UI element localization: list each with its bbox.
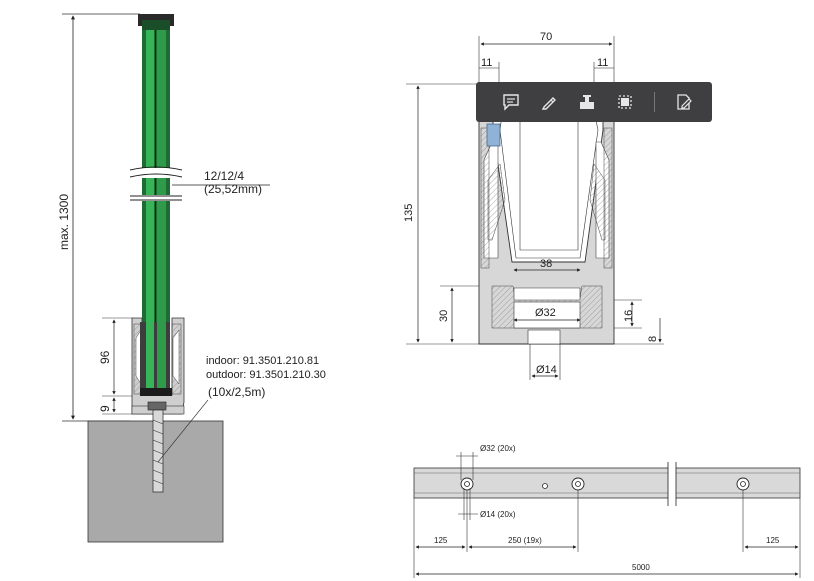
- lip-right-label: 11: [597, 57, 608, 69]
- slot-32-label: Ø32: [535, 307, 556, 319]
- hole-small-label: Ø14 (20x): [480, 510, 516, 519]
- gasket-detail: [486, 123, 501, 147]
- highlight-pen-icon[interactable]: [536, 89, 562, 115]
- inner-38-label: 38: [540, 258, 552, 270]
- edge-right-label: 125: [766, 536, 780, 545]
- product-outdoor-label: outdoor: 91.3501.210.30: [206, 369, 326, 381]
- offset-16-label: 16: [623, 310, 635, 322]
- width-70-label: 70: [540, 31, 552, 43]
- base-30-label: 30: [438, 310, 450, 322]
- height-label: max. 1300: [57, 194, 71, 250]
- hole-14-label: Ø14: [536, 364, 557, 376]
- selection-icon[interactable]: [612, 89, 638, 115]
- rail-plan-view: Ø32 (20x) Ø14 (20x) 125 250 (19x) 125 50…: [413, 444, 801, 578]
- glass-break-mark: [130, 168, 182, 178]
- glass-thickness-label: 12/12/4: [204, 169, 244, 183]
- edge-left-label: 125: [434, 536, 448, 545]
- dim-9-label: 9: [98, 405, 112, 412]
- anchor-nut: [147, 401, 167, 411]
- product-indoor-label: indoor: 91.3501.210.81: [206, 355, 319, 367]
- dim-96-label: 96: [98, 350, 112, 364]
- annotation-toolbar: [476, 82, 712, 122]
- base-profile-section: [131, 317, 185, 415]
- left-elevation-view: max. 1300 12/12/4 (25,52mm): [57, 13, 326, 543]
- height-135-label: 135: [403, 204, 415, 222]
- glass-thickness-mm-label: (25,52mm): [204, 182, 262, 196]
- pitch-label: 250 (19x): [508, 536, 542, 545]
- anchor-count-label: (10x/2,5m): [208, 385, 265, 399]
- hole-large-label: Ø32 (20x): [480, 444, 516, 453]
- toolbar-separator: [654, 92, 655, 112]
- edit-document-icon[interactable]: [671, 89, 697, 115]
- profile-cross-section: 70 11 11 135 30 3: [403, 31, 664, 380]
- stamp-icon[interactable]: [574, 89, 600, 115]
- anchor-bolt: [152, 409, 164, 493]
- thickness-8-label: 8: [647, 336, 659, 342]
- comment-icon[interactable]: [498, 89, 524, 115]
- lip-left-label: 11: [481, 57, 492, 69]
- length-label: 5000: [632, 563, 650, 572]
